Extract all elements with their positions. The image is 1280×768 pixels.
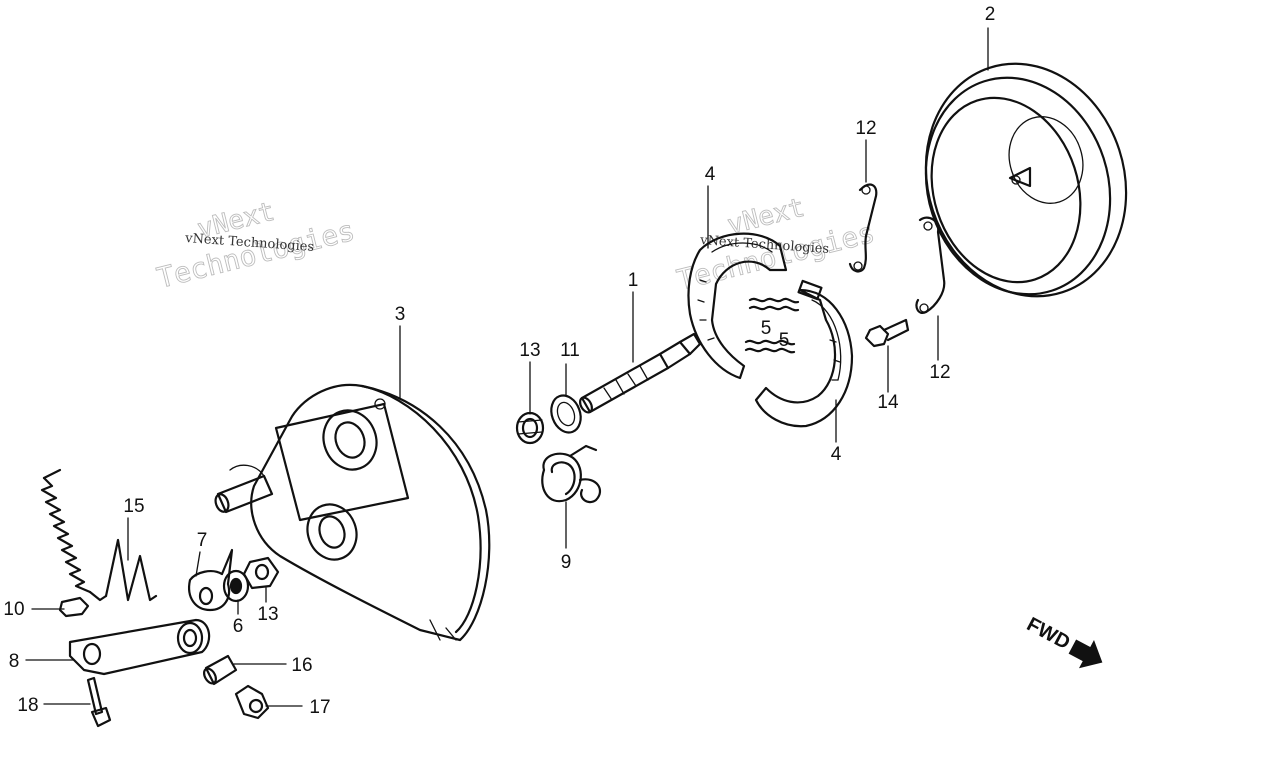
callout-labels: 2 3 1 4 4 5 5 13 11 12 12 14 9 15 7 6 13… bbox=[3, 4, 995, 718]
joint-nut-part-17 bbox=[234, 684, 270, 720]
washer-part-6 bbox=[222, 569, 250, 603]
brake-panel-part bbox=[214, 383, 491, 642]
callout-4-lower: 4 bbox=[831, 444, 842, 465]
clip-upper-part bbox=[848, 183, 878, 273]
fwd-indicator: FWD bbox=[1023, 613, 1103, 669]
watermark-left: vNext Technologies vNext Technologies bbox=[153, 196, 358, 295]
brake-drum-part bbox=[924, 62, 1128, 298]
callout-1: 1 bbox=[628, 270, 639, 291]
fwd-label: FWD bbox=[1023, 613, 1074, 654]
callout-11: 11 bbox=[560, 340, 580, 361]
callout-3: 3 bbox=[395, 304, 406, 325]
brake-shoe-left-part bbox=[687, 232, 788, 380]
cam-shaft-part bbox=[579, 332, 702, 414]
callout-6: 6 bbox=[233, 616, 244, 637]
callout-10: 10 bbox=[3, 599, 24, 620]
callout-13-upper: 13 bbox=[519, 340, 540, 361]
pin-part-16 bbox=[203, 654, 238, 686]
leader-lines bbox=[25, 27, 989, 707]
brake-shoe-right-part bbox=[754, 279, 854, 428]
callout-18: 18 bbox=[17, 695, 38, 716]
bolt-part-18 bbox=[86, 676, 112, 728]
shoe-spring-lower-part bbox=[744, 339, 796, 354]
bolt-part-14 bbox=[864, 318, 910, 348]
callout-12-lower: 12 bbox=[929, 362, 950, 383]
callout-16: 16 bbox=[291, 655, 312, 676]
callout-9: 9 bbox=[561, 552, 572, 573]
callout-17: 17 bbox=[309, 697, 330, 718]
callout-5-right: 5 bbox=[779, 330, 790, 351]
callout-2: 2 bbox=[985, 4, 996, 25]
callout-7: 7 bbox=[197, 530, 208, 551]
brake-arm-part bbox=[68, 618, 211, 676]
nut-part-13-lower bbox=[242, 556, 280, 590]
washer-part-11 bbox=[550, 394, 582, 434]
long-spring-part bbox=[40, 468, 158, 602]
callout-12-upper: 12 bbox=[855, 118, 876, 139]
shoe-spring-upper-part bbox=[748, 297, 800, 312]
callout-8: 8 bbox=[9, 651, 20, 672]
callout-13-lower: 13 bbox=[257, 604, 278, 625]
callout-15: 15 bbox=[123, 496, 144, 517]
callout-5-left: 5 bbox=[761, 318, 772, 339]
callout-14: 14 bbox=[877, 392, 899, 413]
fwd-arrow-icon bbox=[1068, 639, 1103, 669]
return-spring-part bbox=[541, 444, 602, 504]
seal-part-13-upper bbox=[515, 411, 545, 445]
clip-lower-part bbox=[915, 216, 946, 314]
callout-4-upper: 4 bbox=[705, 164, 716, 185]
nut-part-10 bbox=[58, 596, 90, 618]
